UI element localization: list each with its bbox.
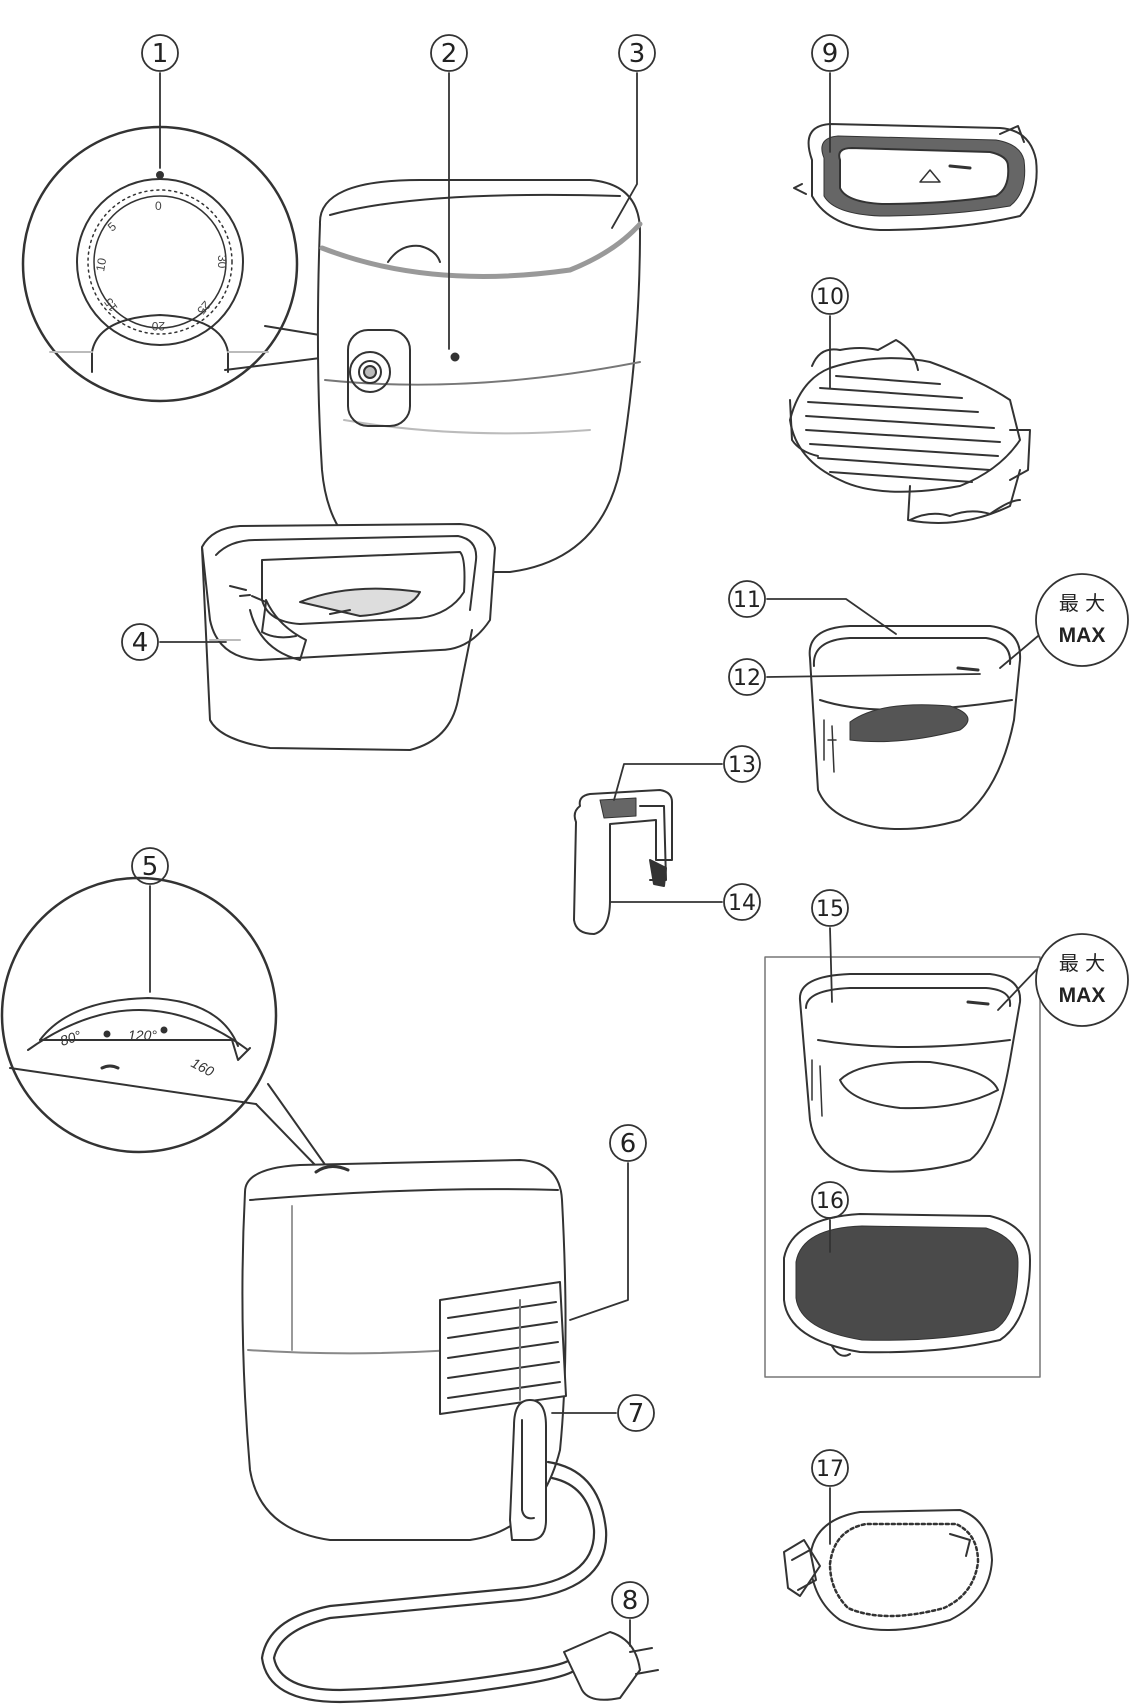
callout-11: 11 [733,588,761,613]
dial-mark: 30 [215,255,229,269]
dial-mark: 10 [93,257,109,273]
temp-zoom-circle [0,876,278,1154]
callout-9: 9 [822,39,839,69]
callout-13: 13 [728,753,756,778]
max-label-en: MAX [1059,984,1106,1007]
temp-mark: 80° [58,1027,83,1049]
dial-mark: 0 [155,199,162,213]
airfryer-rear [241,1159,659,1704]
callout-1: 1 [152,39,169,69]
max-label-en: MAX [1059,624,1106,647]
callout-14: 14 [728,891,756,916]
accessory-10 [789,339,1031,524]
callout-labels: 1 2 3 4 5 6 7 8 9 10 11 12 13 14 15 16 1… [132,39,844,1616]
callout-5: 5 [142,852,159,882]
airfryer-front [316,179,643,573]
accessory-17 [783,1509,993,1631]
pan-drawer [201,523,496,751]
callout-17: 17 [816,1457,844,1482]
temp-mark: 120° [128,1027,157,1043]
accessory-11-basket [808,625,1022,830]
accessory-9 [793,123,1038,231]
callout-10: 10 [816,285,844,310]
max-label-2: 最 大 MAX [1059,951,1106,1007]
max-label-1: 最 大 MAX [1059,591,1106,647]
callout-2: 2 [441,39,458,69]
max-label-cn: 最 大 [1059,591,1105,615]
callout-circles [121,34,1129,1619]
callout-3: 3 [629,39,646,69]
accessory-15-16-group [764,956,1041,1378]
callout-16: 16 [816,1189,844,1214]
callout-7: 7 [628,1399,645,1429]
callout-4: 4 [132,628,149,658]
callout-6: 6 [620,1129,637,1159]
max-label-cn: 最 大 [1059,951,1105,975]
callout-15: 15 [816,897,844,922]
accessory-handle [573,789,673,935]
callout-8: 8 [622,1586,639,1616]
leader-lines [149,72,1039,1647]
callout-12: 12 [733,666,761,691]
dial-mark: 20 [151,319,165,333]
